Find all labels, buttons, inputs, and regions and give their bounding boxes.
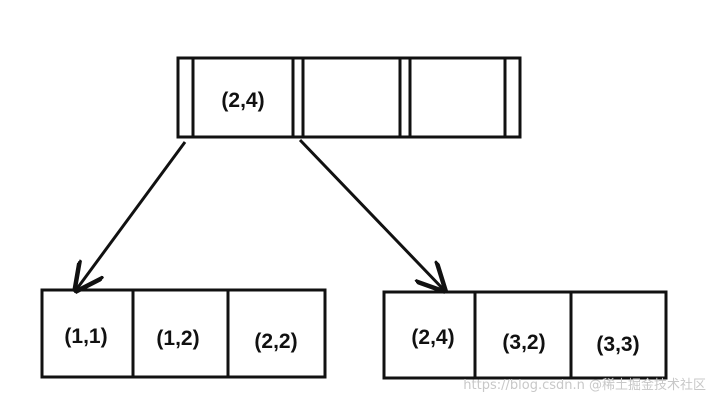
- root-node: (2,4): [176, 56, 522, 139]
- left-child-key-1: (1,1): [64, 325, 107, 348]
- watermark-text: https://blog.csdn.n @稀土掘金技术社区: [463, 377, 706, 393]
- right-child-key-1: (2,4): [411, 326, 454, 349]
- root-key-1: (2,4): [221, 89, 264, 112]
- left-child-key-3: (2,2): [254, 330, 297, 353]
- right-child-node: (2,4) (3,2) (3,3): [382, 290, 668, 380]
- right-arrow: [298, 138, 444, 290]
- right-child-key-3: (3,3): [596, 333, 639, 356]
- left-child-node: (1,1) (1,2) (2,2): [40, 288, 327, 379]
- left-arrow: [76, 141, 187, 290]
- right-child-key-2: (3,2): [502, 331, 545, 354]
- left-child-key-2: (1,2): [156, 327, 199, 350]
